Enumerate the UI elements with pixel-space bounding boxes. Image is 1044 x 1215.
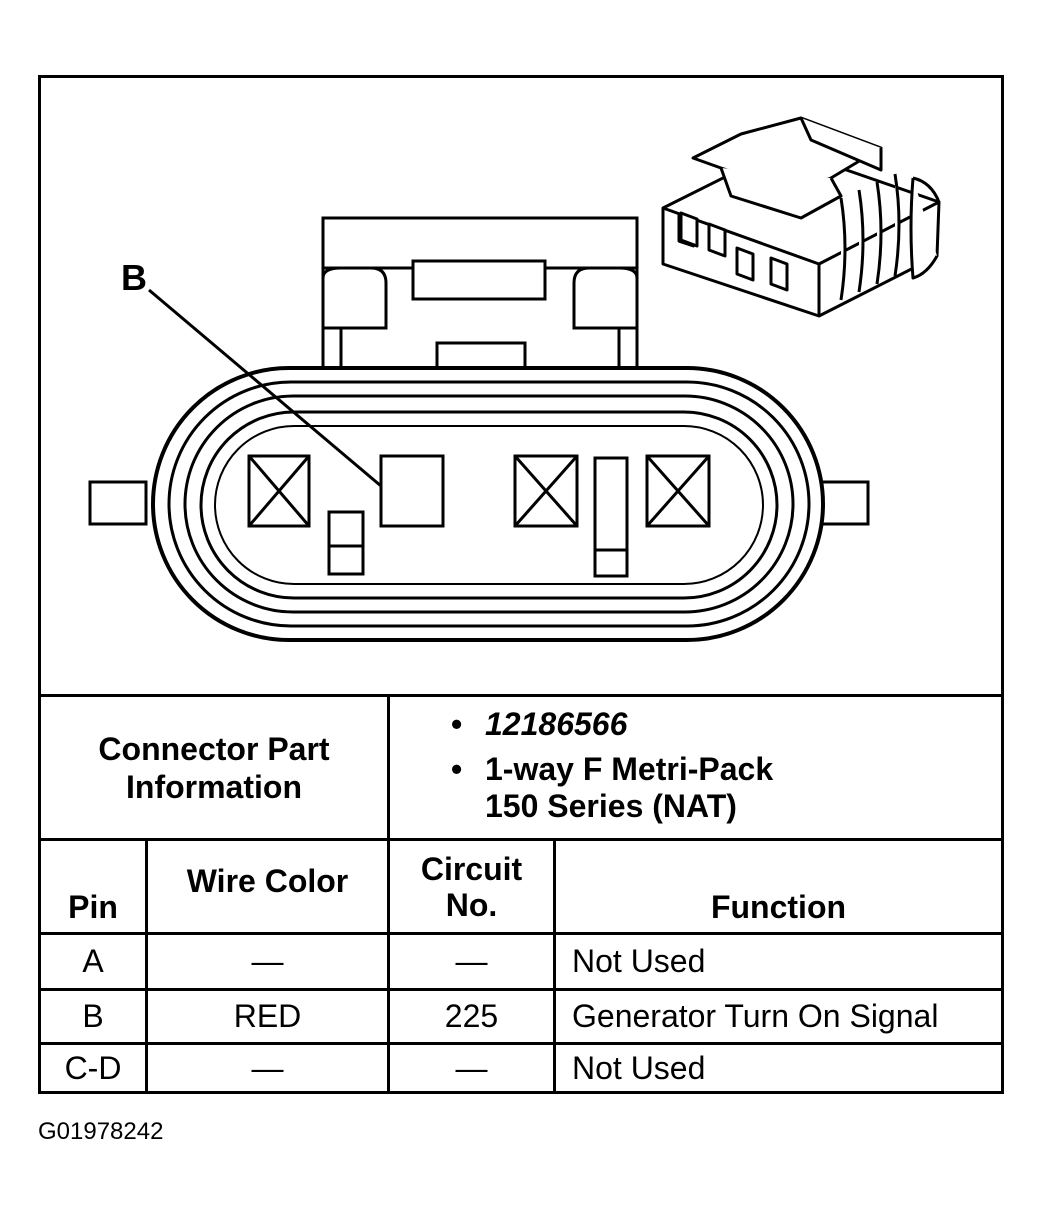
part-info-label-line2: Information — [126, 768, 302, 805]
connector-latch-housing — [321, 216, 639, 375]
key-slot-left — [327, 510, 365, 576]
connector-diagram: B — [41, 78, 1001, 694]
pin-cavities — [247, 454, 711, 578]
header-circuit-line1: Circuit — [420, 850, 523, 887]
table-row-function: Generator Turn On Signal — [572, 998, 939, 1034]
table-row-pin: B — [82, 998, 104, 1034]
header-function: Function — [710, 889, 847, 925]
divider-line — [41, 988, 1001, 991]
table-row-function: Not Used — [572, 1049, 706, 1086]
connector-figure-frame: B — [38, 75, 1004, 1094]
callout-leader-line — [148, 288, 382, 488]
divider-line — [145, 838, 148, 1091]
connector-part-info-label: Connector Part Information — [41, 697, 387, 838]
cavity-a-plugged — [247, 454, 311, 528]
part-info-bullets: • 12186566 • 1-way F Metri-Pack 150 Seri… — [451, 706, 773, 833]
header-wire-color: Wire Color — [186, 863, 349, 899]
callout-pin-label: B — [121, 257, 147, 298]
cavity-b-open — [379, 454, 445, 528]
divider-line — [41, 838, 1001, 841]
header-circuit-line2: No. — [445, 886, 498, 923]
divider-line — [41, 1042, 1001, 1045]
divider-line — [41, 932, 1001, 935]
table-row-wire-color: — — [251, 1049, 284, 1086]
table-row-pin: A — [82, 943, 104, 979]
table-row-circuit: — — [455, 943, 488, 979]
cavity-d-plugged — [645, 454, 711, 528]
part-description-item: • 1-way F Metri-Pack 150 Series (NAT) — [451, 751, 773, 825]
connector-isometric-view — [661, 116, 941, 318]
part-number: 12186566 — [485, 706, 628, 742]
figure-id: G01978242 — [38, 1118, 164, 1145]
part-description-line1: 1-way F Metri-Pack — [485, 751, 774, 787]
table-row-wire-color: — — [251, 943, 284, 979]
table-row-function: Not Used — [572, 943, 706, 979]
table-row-wire-color: RED — [233, 998, 302, 1034]
key-slot-right — [593, 456, 629, 578]
divider-line — [553, 838, 556, 1091]
bullet: • — [451, 706, 463, 742]
table-row-pin: C-D — [64, 1049, 122, 1086]
cavity-c-plugged — [513, 454, 579, 528]
divider-line — [41, 694, 1001, 697]
table-row-circuit: — — [455, 1049, 488, 1086]
part-info-label-line1: Connector Part — [98, 730, 330, 767]
part-description-line2: 150 Series (NAT) — [485, 788, 737, 824]
part-number-item: • 12186566 — [451, 706, 773, 743]
table-row-circuit: 225 — [444, 998, 499, 1034]
header-circuit-no: Circuit No. — [390, 841, 553, 932]
bullet: • — [451, 751, 463, 787]
header-pin: Pin — [68, 889, 118, 925]
divider-line — [387, 694, 390, 1091]
